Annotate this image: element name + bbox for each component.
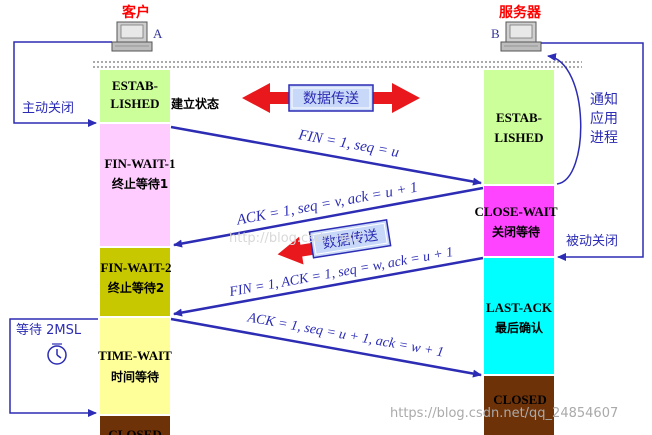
- client-computer-icon: [111, 21, 153, 52]
- ack-message-arrow: [173, 186, 484, 248]
- notify-app-label: 通知: [590, 91, 618, 108]
- client-state-label: ESTAB-: [112, 78, 158, 93]
- watermark-text: https://blog.csdn.net/qq_24854607: [390, 406, 618, 421]
- notify-app-label: 应用: [590, 110, 618, 127]
- wait-2msl-arrow: [9, 318, 98, 417]
- server-state-label: ESTAB-: [496, 110, 542, 125]
- server-state-label: 最后确认: [495, 320, 544, 335]
- message-label: ACK = 1, seq = u + 1, ack = w + 1: [245, 310, 444, 360]
- client-state-label: 时间等待: [111, 369, 159, 384]
- data-transfer-double-arrow: [242, 83, 420, 113]
- notify-app-label: 进程: [590, 130, 618, 146]
- client-state-label: TIME-WAIT: [98, 348, 172, 363]
- data-transfer-left-arrow: 数据传送: [277, 219, 392, 265]
- client-state-time-wait-box: [100, 318, 170, 414]
- client-state-label: 终止等待2: [108, 280, 164, 295]
- wait-2msl-label: 等待 2MSL: [16, 322, 82, 338]
- client-id-label: A: [153, 26, 163, 41]
- active-close-arrow: [13, 41, 112, 127]
- server-state-closed-box: [484, 376, 554, 435]
- server-id-label: B: [491, 26, 500, 41]
- data-transfer-label: 数据传送: [303, 91, 359, 107]
- client-state-label: LISHED: [110, 96, 159, 111]
- server-state-close-wait-box: [484, 186, 554, 256]
- passive-close-arrow: [541, 42, 644, 261]
- fin-message-arrow: [170, 125, 482, 186]
- server-state-label: CLOSE-WAIT: [474, 204, 557, 219]
- passive-close-label: 被动关闭: [566, 234, 618, 249]
- server-state-label: LISHED: [494, 130, 543, 145]
- client-title: 客户: [121, 4, 150, 21]
- client-state-fin-wait-1-box: [100, 124, 170, 246]
- client-state-fin-wait-2-box: [100, 248, 170, 316]
- client-state-label: 终止等待1: [112, 176, 168, 191]
- server-computer-icon: [500, 21, 542, 52]
- server-state-label: LAST-ACK: [486, 300, 553, 315]
- watermark-text: http://blog.csdn.net/: [229, 231, 362, 246]
- active-close-label: 主动关闭: [22, 101, 74, 116]
- client-state-label: FIN-WAIT-1: [104, 156, 175, 171]
- server-state-label: CLOSED: [493, 392, 546, 407]
- server-state-last-ack-box: [484, 258, 554, 374]
- server-title: 服务器: [499, 4, 542, 21]
- client-state-established-box: [100, 70, 170, 122]
- message-label: FIN = 1, seq = u: [296, 127, 400, 161]
- notify-app-curve-arrow: [547, 53, 582, 185]
- client-state-label: FIN-WAIT-2: [100, 260, 171, 275]
- final-ack-message-arrow: [170, 317, 482, 378]
- clock-icon: [47, 343, 67, 365]
- server-state-label: 关闭等待: [492, 224, 540, 239]
- fin-ack-message-arrow: [173, 256, 484, 317]
- client-state-label: CLOSED: [108, 427, 161, 435]
- client-state-closed-box: [100, 416, 170, 435]
- established-cn-label: 建立状态: [170, 96, 219, 111]
- server-state-established-box: [484, 70, 554, 184]
